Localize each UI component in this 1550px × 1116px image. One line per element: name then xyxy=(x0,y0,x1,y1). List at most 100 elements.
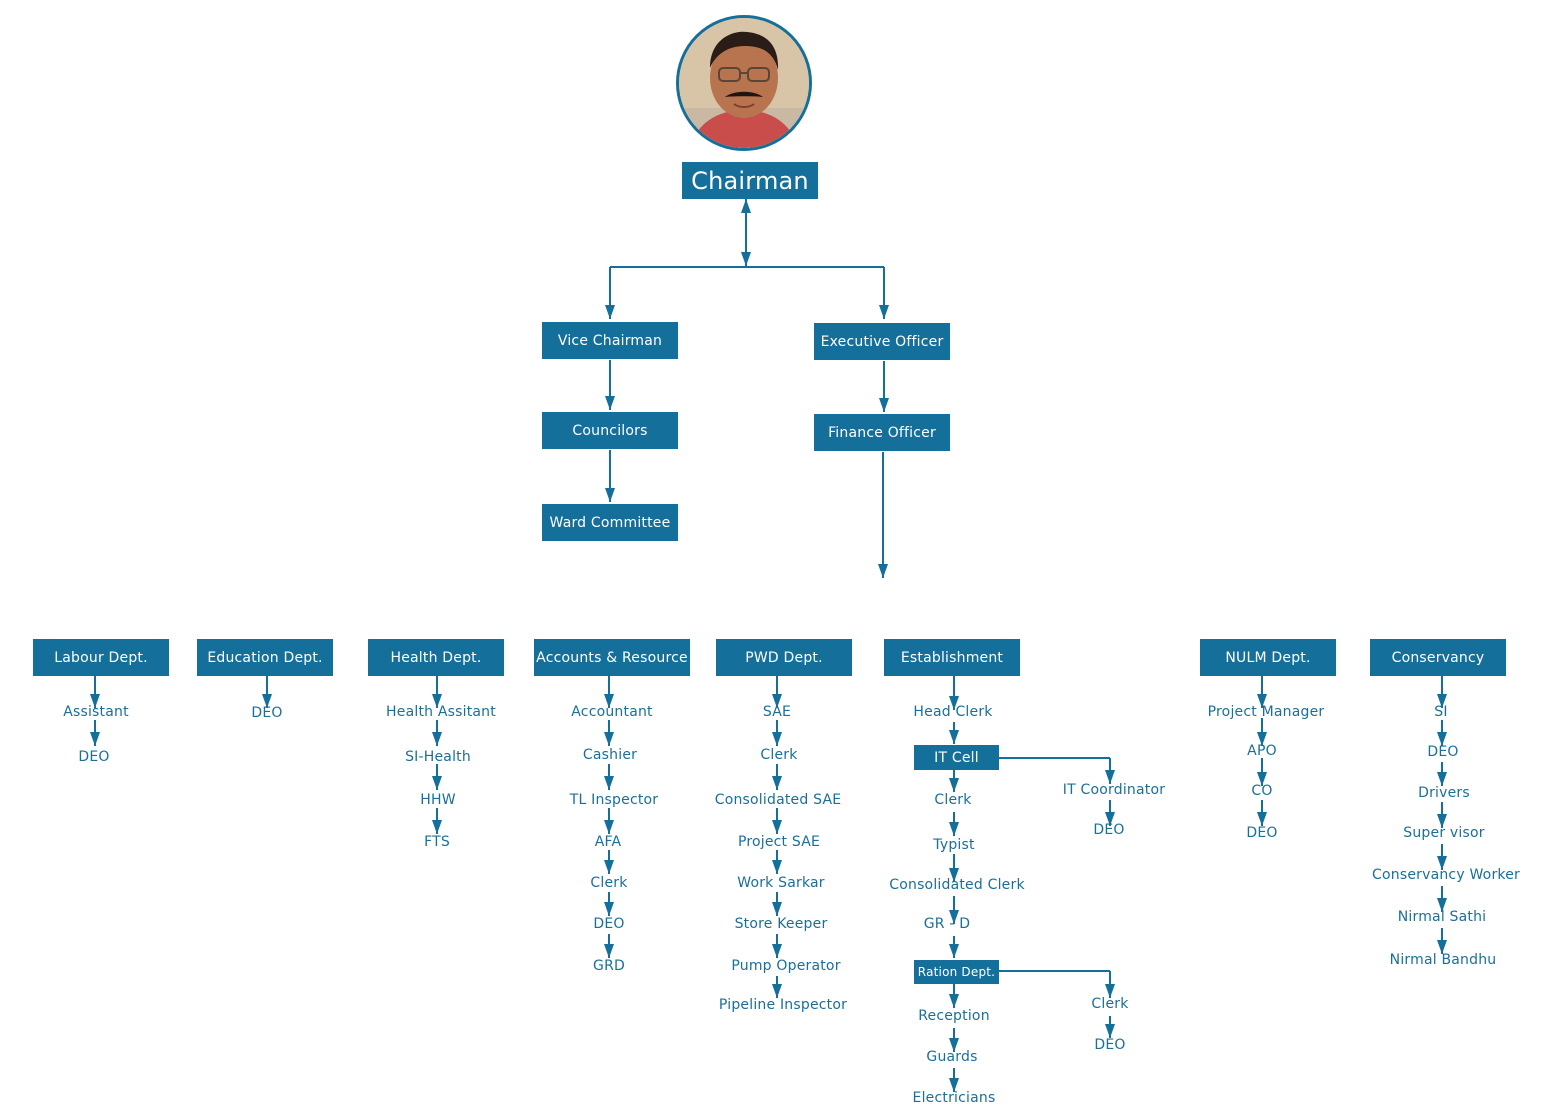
finance-officer-title: Finance Officer xyxy=(828,424,936,441)
arrow-head-icon xyxy=(604,732,614,746)
executive-officer-title: Executive Officer xyxy=(820,333,944,350)
arrow-head-icon xyxy=(604,860,614,874)
arrow-head-icon xyxy=(741,252,751,266)
role-label: CO xyxy=(1251,783,1273,799)
arrow-head-icon xyxy=(1437,814,1447,828)
arrow-head-icon xyxy=(772,902,782,916)
arrow-head-icon xyxy=(604,902,614,916)
finance-officer-box[interactable]: Finance Officer xyxy=(814,414,950,451)
arrow-head-icon xyxy=(432,732,442,746)
ration-dept-title: Ration Dept. xyxy=(917,965,996,979)
role-label: Project Manager xyxy=(1207,704,1325,720)
it-cell-title: IT Cell xyxy=(934,749,979,766)
role-label: IT Coordinator xyxy=(1062,782,1166,798)
it-cell-box[interactable]: IT Cell xyxy=(914,745,999,770)
arrow-head-icon xyxy=(432,694,442,708)
role-label: Clerk xyxy=(934,792,972,808)
arrow-head-icon xyxy=(772,732,782,746)
role-label: Guards xyxy=(926,1049,978,1065)
arrow-head-icon xyxy=(949,868,959,882)
role-label: Super visor xyxy=(1403,825,1485,841)
arrow-head-icon xyxy=(949,778,959,792)
arrow-head-icon xyxy=(879,305,889,319)
role-label: AFA xyxy=(594,834,622,850)
role-label: Accountant xyxy=(571,704,653,720)
arrow-head-icon xyxy=(605,396,615,410)
role-label: DEO xyxy=(1093,822,1125,838)
arrow-head-icon xyxy=(605,488,615,502)
arrow-head-icon xyxy=(949,1038,959,1052)
role-label: DEO xyxy=(593,916,625,932)
vice-chairman-box[interactable]: Vice Chairman xyxy=(542,322,678,359)
arrow-head-icon xyxy=(604,694,614,708)
dept-name: Health Dept. xyxy=(390,649,482,666)
arrow-head-icon xyxy=(1257,732,1267,746)
role-label: Pipeline Inspector xyxy=(718,997,848,1013)
dept-education[interactable]: Education Dept. xyxy=(197,639,333,676)
executive-officer-box[interactable]: Executive Officer xyxy=(814,323,950,360)
chairman-box[interactable]: Chairman xyxy=(682,162,818,199)
arrow-head-icon xyxy=(90,732,100,746)
dept-nulm[interactable]: NULM Dept. xyxy=(1200,639,1336,676)
chairman-title: Chairman xyxy=(691,166,809,195)
role-label: GR - D xyxy=(923,916,971,932)
arrow-head-icon xyxy=(1257,812,1267,826)
role-label: Clerk xyxy=(1091,996,1129,1012)
role-label: Cashier xyxy=(582,747,638,763)
ward-committee-box[interactable]: Ward Committee xyxy=(542,504,678,541)
arrow-head-icon xyxy=(879,398,889,412)
dept-health[interactable]: Health Dept. xyxy=(368,639,504,676)
arrow-head-icon xyxy=(1437,940,1447,954)
arrow-head-icon xyxy=(949,730,959,744)
role-label: Typist xyxy=(933,837,975,853)
arrow-head-icon xyxy=(949,910,959,924)
vice-chairman-title: Vice Chairman xyxy=(557,332,663,349)
dept-name: NULM Dept. xyxy=(1225,649,1311,666)
role-label: APO xyxy=(1247,743,1277,759)
arrow-head-icon xyxy=(1437,898,1447,912)
arrow-head-icon xyxy=(432,776,442,790)
arrow-head-icon xyxy=(772,944,782,958)
role-label: Store Keeper xyxy=(734,916,828,932)
dept-labour[interactable]: Labour Dept. xyxy=(33,639,169,676)
arrow-head-icon xyxy=(949,696,959,710)
role-label: TL Inspector xyxy=(569,792,659,808)
arrow-head-icon xyxy=(605,305,615,319)
dept-pwd[interactable]: PWD Dept. xyxy=(716,639,852,676)
arrow-head-icon xyxy=(1257,694,1267,708)
dept-establishment[interactable]: Establishment xyxy=(884,639,1020,676)
role-label: Clerk xyxy=(760,747,798,763)
arrow-head-icon xyxy=(772,776,782,790)
role-label: Consolidated SAE xyxy=(714,792,842,808)
dept-conservancy[interactable]: Conservancy xyxy=(1370,639,1506,676)
arrow-head-icon xyxy=(1105,812,1115,826)
arrow-head-icon xyxy=(90,694,100,708)
arrow-head-icon xyxy=(772,984,782,998)
arrow-head-icon xyxy=(1105,770,1115,784)
role-label: DEO xyxy=(1094,1037,1126,1053)
role-label: DEO xyxy=(1427,744,1459,760)
role-label: Reception xyxy=(918,1008,990,1024)
role-label: Clerk xyxy=(590,875,628,891)
dept-name: Labour Dept. xyxy=(54,649,148,666)
ward-committee-title: Ward Committee xyxy=(549,514,671,531)
arrow-head-icon xyxy=(878,564,888,578)
arrow-head-icon xyxy=(949,944,959,958)
role-label: Head Clerk xyxy=(913,704,993,720)
dept-name: Conservancy xyxy=(1391,649,1485,666)
role-label: Assistant xyxy=(63,704,129,720)
arrow-head-icon xyxy=(1105,984,1115,998)
role-label: Consolidated Clerk xyxy=(889,877,1025,893)
arrow-head-icon xyxy=(1437,772,1447,786)
ration-dept-box[interactable]: Ration Dept. xyxy=(914,960,999,984)
role-label: Health Assitant xyxy=(386,704,496,720)
role-label: Nirmal Sathi xyxy=(1397,909,1487,925)
dept-accounts[interactable]: Accounts & Resource xyxy=(534,639,690,676)
arrow-head-icon xyxy=(262,694,272,708)
role-label: Nirmal Bandhu xyxy=(1389,952,1497,968)
councilors-box[interactable]: Councilors xyxy=(542,412,678,449)
role-label: Electricians xyxy=(912,1090,996,1106)
role-label: SAE xyxy=(762,704,792,720)
